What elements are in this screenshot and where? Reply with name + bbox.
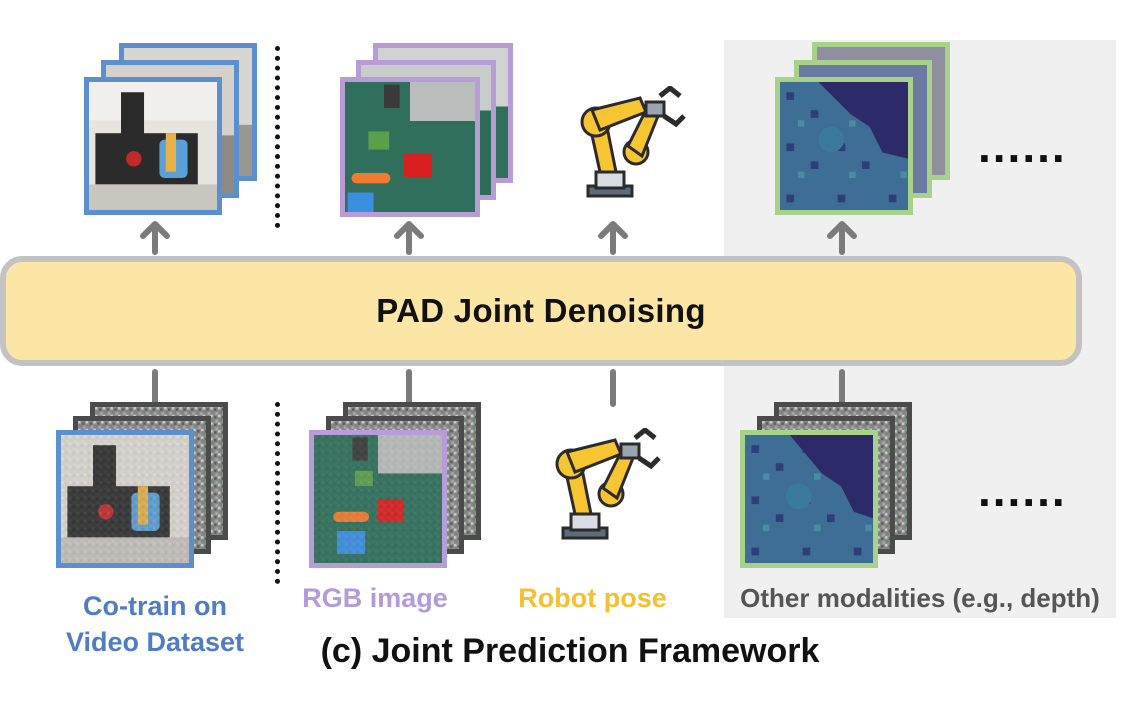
separator-bottom	[275, 402, 280, 584]
joint-denoising-bar: PAD Joint Denoising	[0, 256, 1082, 366]
separator-top	[275, 46, 280, 228]
label-other-modalities: Other modalities (e.g., depth)	[740, 583, 1100, 613]
depth-frame-front	[775, 77, 913, 215]
robot-arm-icon-bottom	[555, 428, 661, 540]
depth-noisy-frame-front	[740, 430, 878, 568]
joint-denoising-title: PAD Joint Denoising	[376, 292, 706, 329]
label-video-dataset: Co-train on Video Dataset	[65, 591, 245, 657]
rgb-frame-front	[340, 77, 480, 217]
video-frame-front	[84, 77, 222, 215]
label-robot-pose: Robot pose	[518, 583, 667, 613]
ellipsis-bottom: ......	[978, 464, 1067, 516]
robot-arm-icon-top	[580, 86, 686, 198]
video-noisy-frame-front	[56, 430, 194, 568]
figure-caption: (c) Joint Prediction Framework	[320, 632, 820, 670]
rgb-noisy-frame-front	[309, 430, 447, 568]
label-rgb-image: RGB image	[302, 583, 448, 613]
